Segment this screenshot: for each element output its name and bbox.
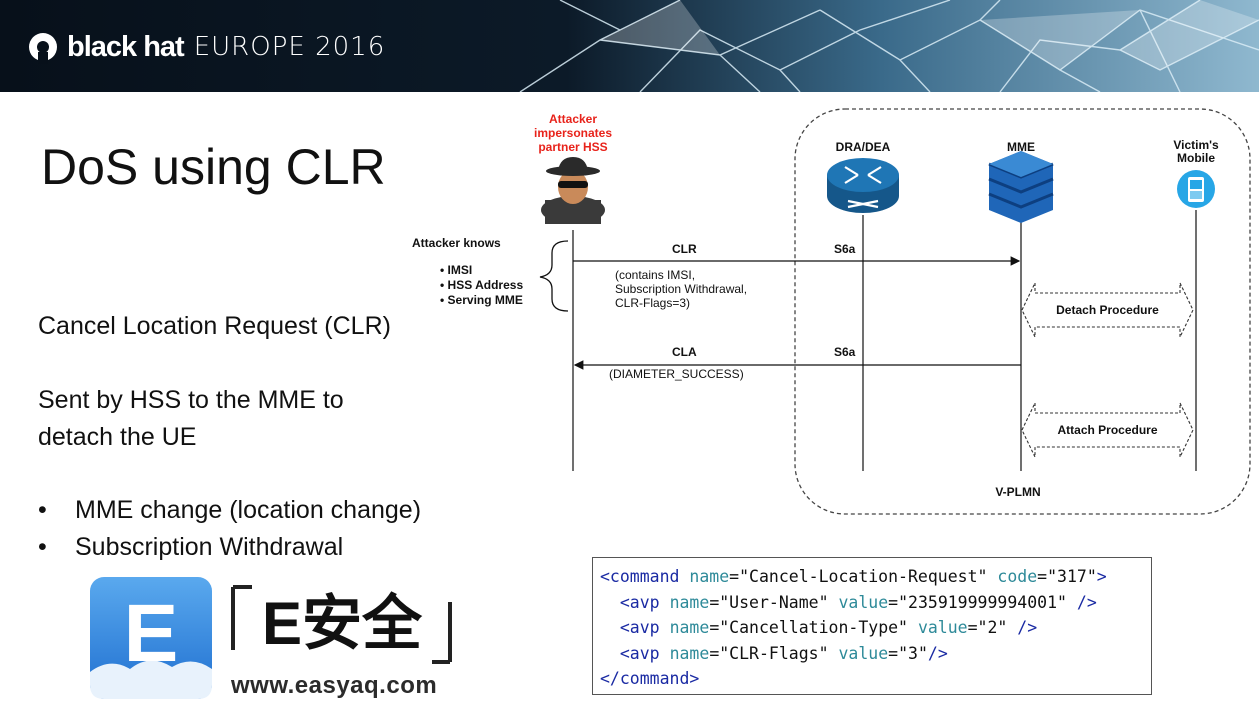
knows-brace [539,240,569,312]
code-value: "3" [898,643,928,663]
mme-label: MME [1007,140,1035,154]
code-line: <avp name="User-Name" value="23591999999… [619,592,1097,612]
code-tag: <avp [619,592,660,612]
code-attr: name [669,618,710,637]
clr-message-label: CLR [672,242,697,256]
blackhat-logo: black hat EUROPE 2016 [24,30,385,64]
easyaq-url: www.easyaq.com [231,672,438,699]
attacker-label-line: Attacker [548,112,598,126]
code-line: </command> [600,669,700,688]
code-value: "317" [1047,567,1097,586]
code-attr: name [669,643,710,663]
bullet-item: Subscription Withdrawal [38,529,421,566]
attacker-label-line: impersonates [533,126,613,140]
attacker-label-line: partner HSS [538,140,608,154]
knows-item-text: IMSI [447,263,473,277]
code-value: "Cancellation-Type" [719,618,908,637]
code-line: <avp name="Cancellation-Type" value="2" … [619,618,1038,637]
cla-detail: (DIAMETER_SUCCESS) [609,367,744,381]
attach-arrow [1021,402,1194,458]
code-tag: /> [1076,592,1097,612]
code-tag: <avp [619,618,660,637]
code-attr: value [917,618,968,637]
sequence-diagram: Attacker impersonates partner HSS Attack… [400,95,1259,555]
clr-detail-line: Subscription Withdrawal, [615,282,748,296]
xml-code-box: <command name="Cancel-Location-Request" … [592,557,1152,695]
s6a-interface-label: S6a [834,242,856,256]
dra-label: DRA/DEA [835,140,891,154]
knows-item: • Serving MME [440,293,523,307]
code-attr: name [669,592,710,612]
hacker-icon [541,157,605,224]
code-value: "Cancel-Location-Request" [739,567,988,586]
code-tag: /> [927,643,948,663]
blackhat-hat-icon [29,33,57,64]
shattered-glass-graphic [0,0,1259,92]
brand-text: black hat [67,30,185,63]
attacker-knows-list: • IMSI • HSS Address • Serving MME [440,263,523,308]
logo-letter: E [124,588,179,679]
code-line: <avp name="CLR-Flags" value="3"/> [619,643,948,663]
code-line: <command name="Cancel-Location-Request" … [600,567,1107,586]
mobile-phone-icon [1177,170,1215,208]
sent-by-line-2: detach the UE [38,423,197,451]
wordmark-text: E安全 [262,590,423,657]
detach-procedure-label: Detach Procedure [1056,303,1159,317]
code-attr: code [997,567,1038,586]
code-attr: value [838,643,889,663]
clr-detail-line: CLR-Flags=3) [615,296,691,310]
attacker-label: Attacker impersonates partner HSS [513,112,633,154]
sent-by-line-1: Sent by HSS to the MME to [38,386,344,414]
code-value: "235919999994001" [898,592,1067,612]
code-tag: <avp [619,643,660,663]
knows-item: • IMSI [440,263,473,277]
code-tag: > [1096,567,1107,586]
code-attr: name [689,567,730,586]
code-value: "2" [977,618,1008,637]
attacker-knows-title: Attacker knows [412,236,501,250]
header-banner: black hat EUROPE 2016 [0,0,1259,92]
database-icon [988,151,1054,223]
diagram-lines [539,108,1251,515]
victim-label-line: Victim's [1173,138,1219,152]
code-attr: value [838,592,889,612]
victim-label: Victim's Mobile [1146,139,1246,165]
victim-label-line: Mobile [1177,151,1215,165]
cla-message-label: CLA [672,345,697,359]
clr-details: (contains IMSI, Subscription Withdrawal,… [615,268,747,310]
reasons-list: MME change (location change) Subscriptio… [38,492,421,566]
code-value: "User-Name" [719,592,829,612]
event-text: EUROPE 2016 [193,32,386,62]
knows-item-text: Serving MME [447,293,523,307]
clr-heading: Cancel Location Request (CLR) [38,312,391,340]
s6a-interface-label: S6a [834,345,856,359]
router-icon [827,158,899,213]
slide-title: DoS using CLR [41,139,386,195]
attach-procedure-label: Attach Procedure [1057,423,1158,437]
vplmn-label: V-PLMN [995,485,1041,499]
knows-item-text: HSS Address [447,278,524,292]
easyaq-wordmark: E安全 [231,585,452,664]
easyaq-logo-icon: E [90,577,212,699]
code-value: "CLR-Flags" [719,643,829,663]
code-tag: <command [600,567,680,586]
detach-arrow [1021,282,1194,338]
code-tag: /> [1017,618,1038,637]
knows-item: • HSS Address [440,278,524,292]
clr-detail-line: (contains IMSI, [615,268,696,282]
bullet-item: MME change (location change) [38,492,421,529]
vplmn-boundary [794,108,1251,515]
